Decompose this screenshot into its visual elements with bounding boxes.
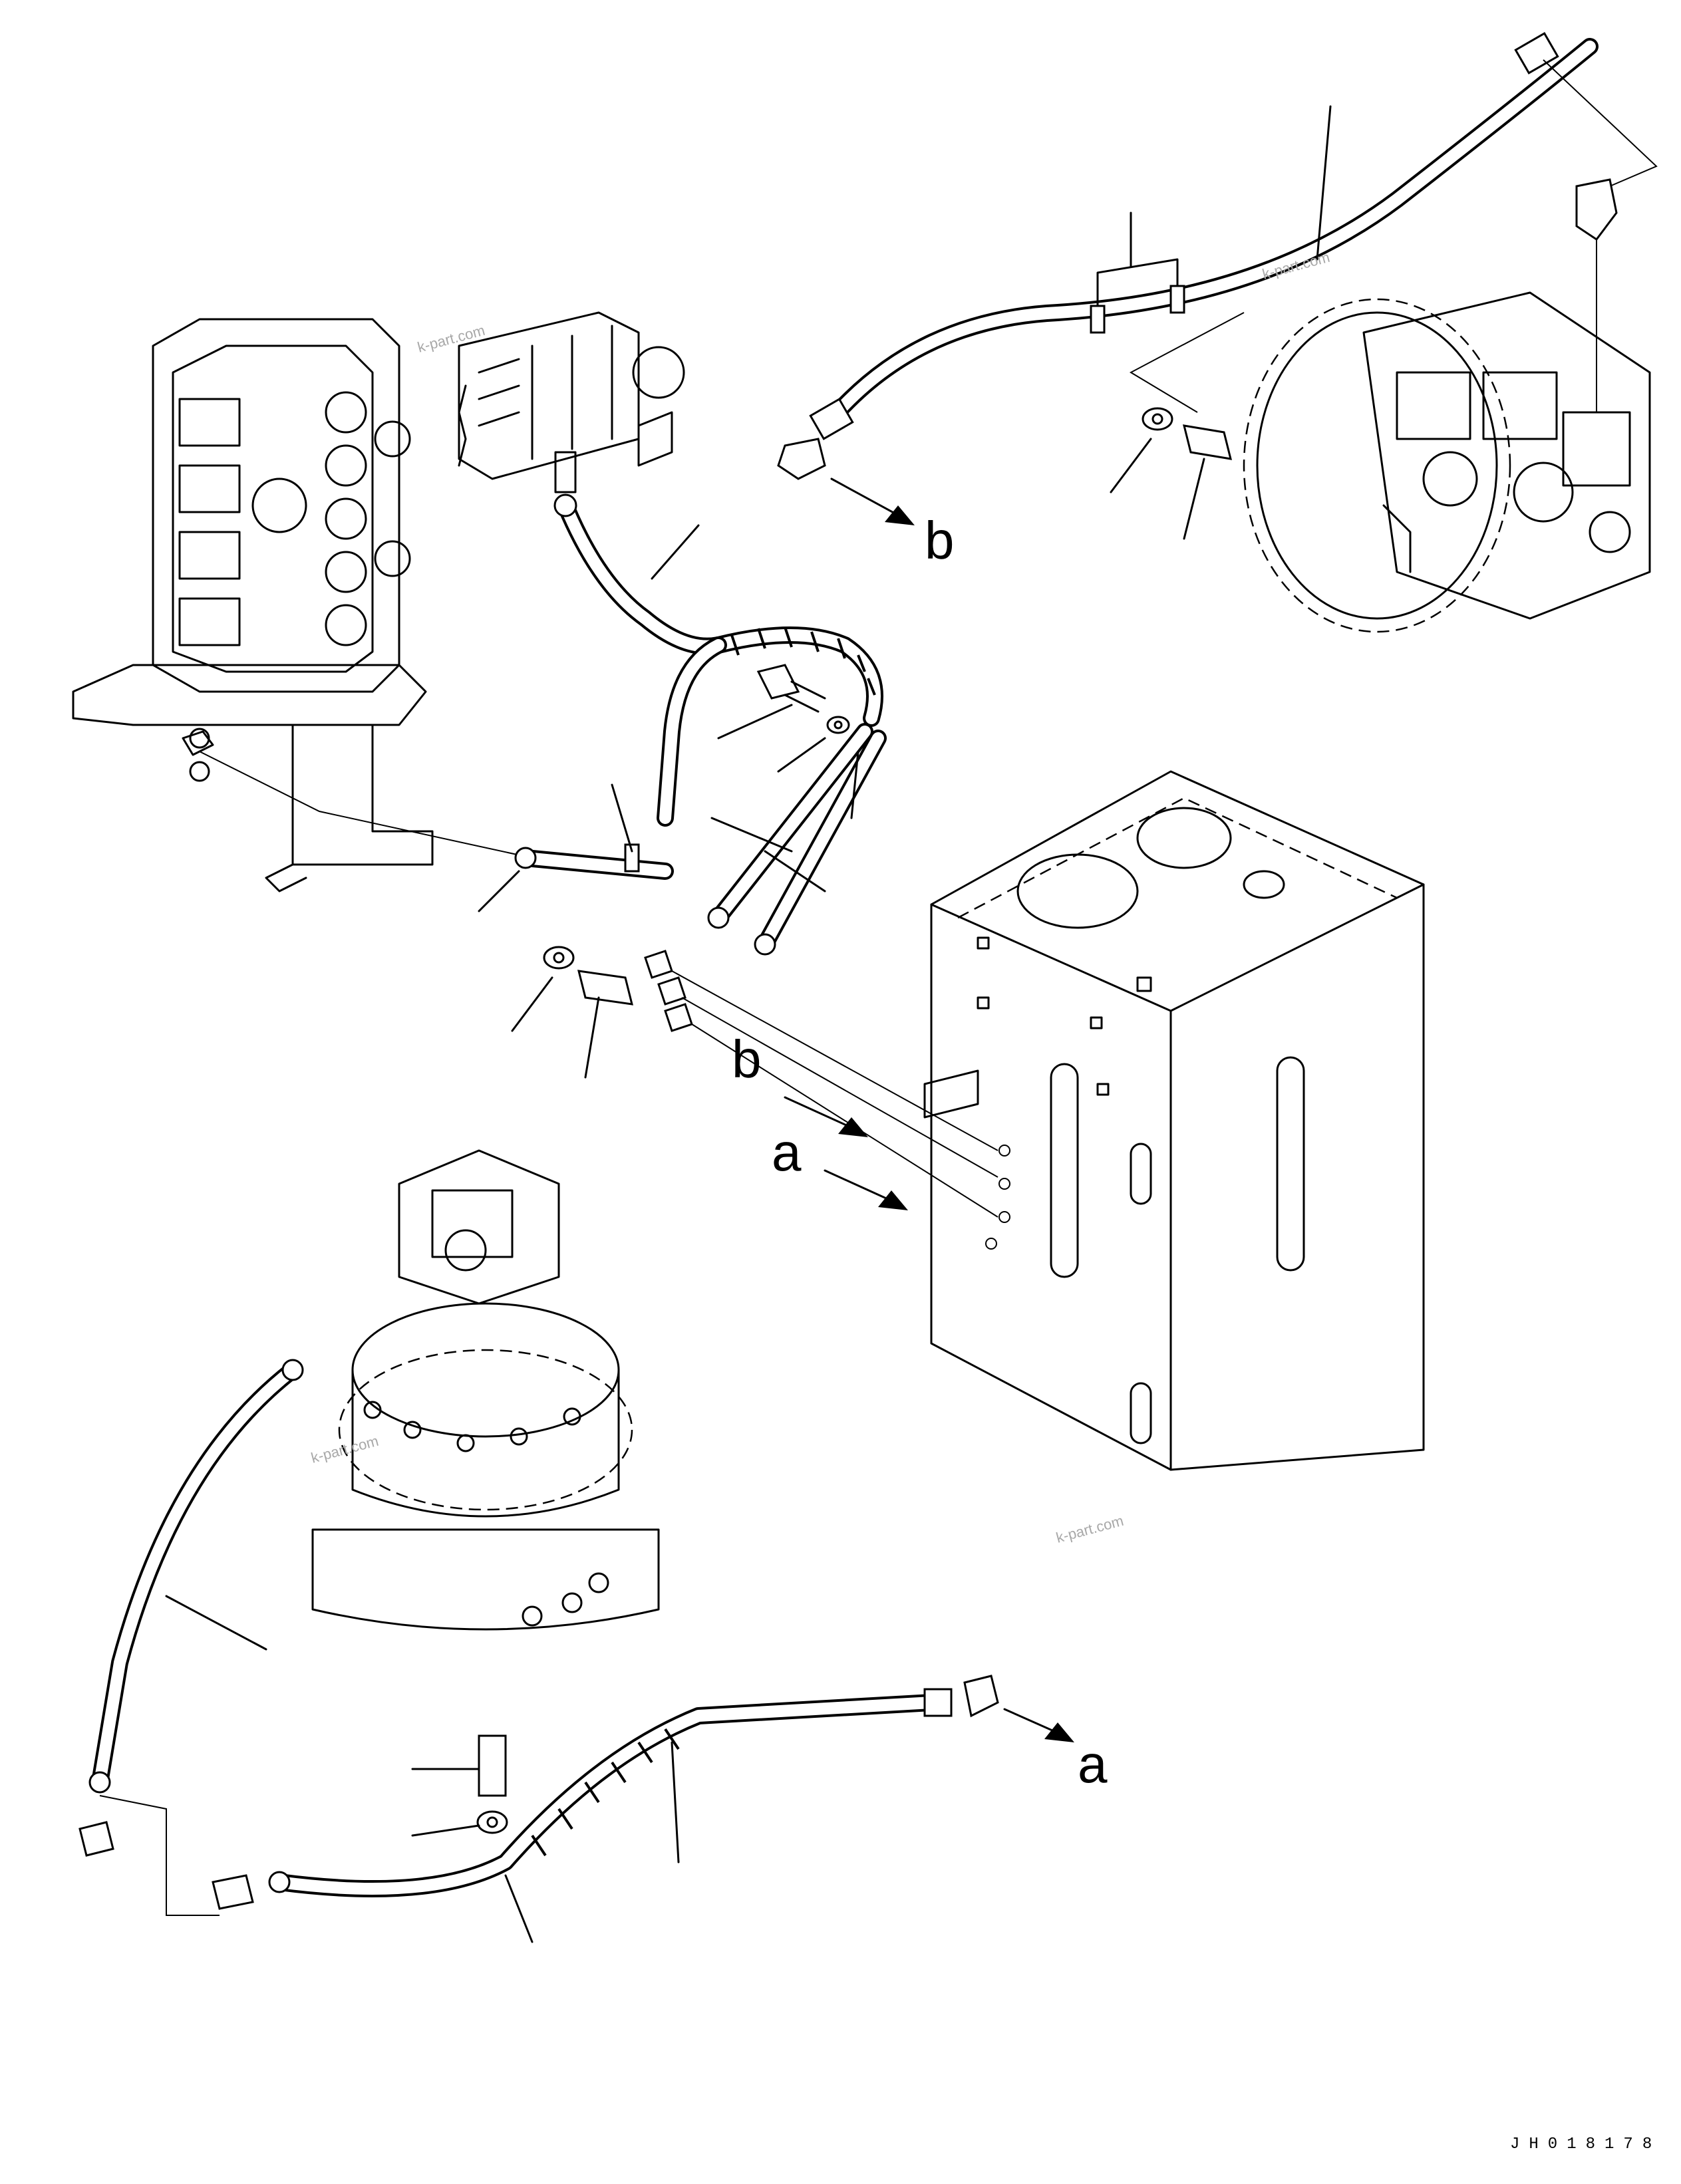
arrows-middle [784, 1096, 908, 1210]
bolt-washer-middle [511, 946, 633, 1079]
watermark-3: k-part.com [309, 1433, 381, 1466]
tank-fittings [644, 950, 998, 1218]
pump-elbow-fitting [1575, 178, 1618, 412]
bolt-washer-lower [411, 1734, 508, 1837]
callout-a-lower: a [1078, 1734, 1108, 1794]
wrapped-hose-bundle [657, 626, 883, 827]
swing-motor-hose [88, 1359, 304, 1916]
pilot-hose-upper [553, 493, 727, 655]
elbow-to-b [777, 438, 915, 525]
hydraulic-tank [923, 770, 1425, 1471]
solenoid-valve-block [458, 311, 685, 493]
control-valve-assembly [72, 318, 434, 892]
bolt-washer-upper [717, 664, 850, 773]
bolt-washer-right [1110, 407, 1233, 540]
swing-motor-assembly [311, 1149, 660, 1631]
lower-left-fittings [78, 1821, 254, 1910]
elbow-fitting [182, 730, 639, 865]
twin-hoses [707, 723, 887, 956]
drain-hose-valve [478, 783, 674, 912]
callout-b-middle: b [732, 1029, 762, 1089]
watermark-1: k-part.com [416, 322, 487, 356]
callout-b-top: b [925, 511, 955, 570]
callout-a-middle: a [772, 1123, 802, 1182]
watermark-4: k-part.com [1054, 1512, 1126, 1546]
lower-wrapped-hose [268, 1675, 1074, 1943]
main-pump-assembly [1243, 291, 1651, 633]
drawing-code: JH018178 [1510, 2135, 1661, 2153]
pump-suction-pipe [809, 32, 1658, 440]
